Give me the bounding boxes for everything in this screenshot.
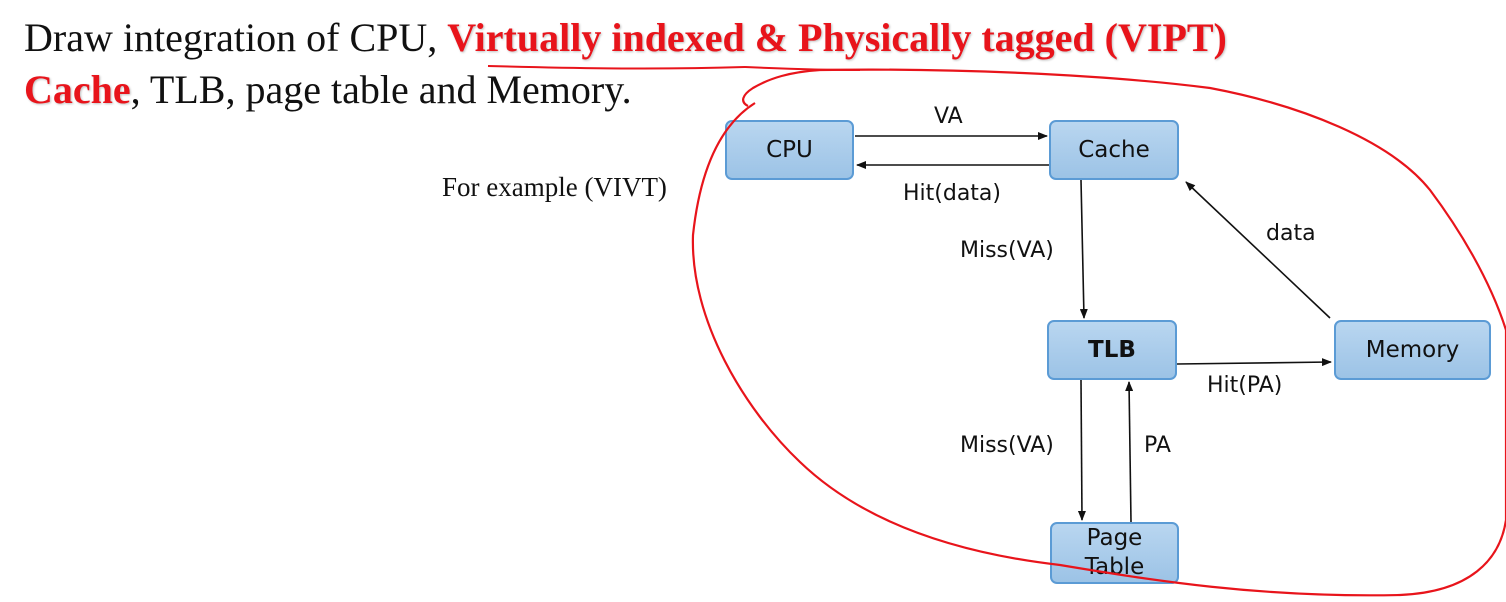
cache-node: Cache [1049, 120, 1179, 180]
page-table-label-line1: Page [1086, 525, 1143, 551]
memory-node: Memory [1334, 320, 1491, 380]
arrow-tlb-to-page-table [1077, 379, 1086, 521]
arrow-cache-to-tlb [1079, 179, 1088, 319]
edge-label-va: VA [934, 104, 963, 129]
arrow-page-table-to-tlb [1125, 381, 1134, 523]
cpu-node: CPU [725, 120, 854, 180]
heading-line2-suffix: , TLB, page table and Memory. [130, 67, 632, 112]
slide-heading: Draw integration of CPU, Virtually index… [24, 12, 1484, 116]
tlb-node: TLB [1047, 320, 1177, 380]
example-label: For example (VIVT) [442, 172, 667, 202]
edge-label-hit-data: Hit(data) [903, 181, 1002, 206]
page-table-node: Page Table [1050, 522, 1179, 584]
edge-label-tlb-miss-va: Miss(VA) [960, 433, 1054, 458]
underline-stroke-extension [744, 66, 861, 71]
arrow-memory-to-cache [1185, 181, 1331, 319]
edge-label-pa: PA [1144, 433, 1171, 458]
freehand-circle-annotation [691, 68, 1506, 597]
tlb-label: TLB [1088, 337, 1136, 363]
arrow-tlb-to-memory [1176, 358, 1332, 367]
underline-annotation [487, 65, 746, 70]
edge-label-hit-pa: Hit(PA) [1207, 373, 1283, 398]
edge-label-cache-miss-va: Miss(VA) [960, 238, 1054, 263]
heading-line1-prefix: Draw integration of CPU, [24, 15, 448, 60]
edge-label-data: data [1266, 221, 1316, 246]
heading-cache-highlight: Cache [24, 67, 131, 112]
heading-vipt-highlight: Virtually indexed & Physically tagged (V… [447, 15, 1227, 60]
